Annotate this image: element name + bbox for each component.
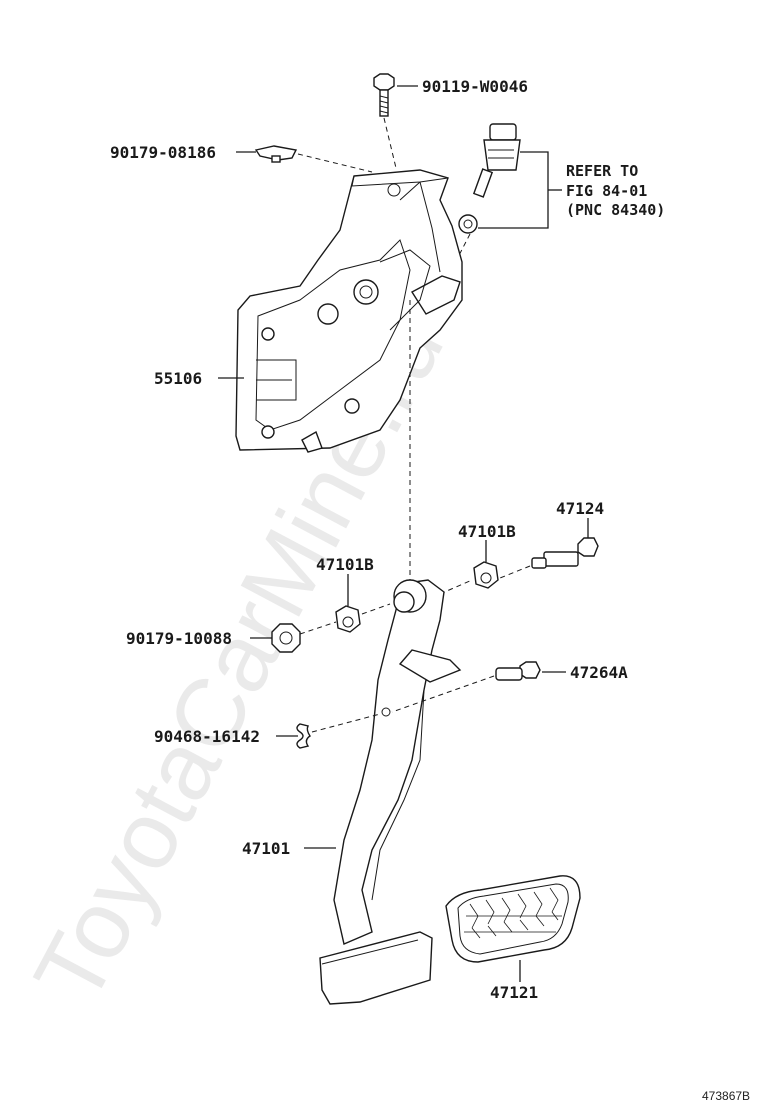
refer-line3: (PNC 84340) (566, 201, 665, 219)
pedal-arm-47101[interactable] (319, 579, 462, 1005)
assembly-line-nut (299, 621, 337, 635)
label-90179-10088: 90179-10088 (126, 629, 232, 648)
bolt-47124[interactable] (531, 537, 599, 569)
label-47124: 47124 (556, 499, 604, 518)
label-47101: 47101 (242, 839, 290, 858)
label-90179-08186: 90179-08186 (110, 143, 216, 162)
nut-90179-10088[interactable] (271, 623, 301, 653)
stop-lamp-switch[interactable] (458, 123, 521, 234)
assembly-line-right (499, 565, 531, 579)
assembly-line-bushing (361, 603, 391, 615)
illustration-id: 473867B (702, 1089, 750, 1103)
assembly-line-clip (297, 153, 373, 173)
label-47101B-left: 47101B (316, 555, 374, 574)
bolt-47264A[interactable] (495, 661, 541, 681)
assembly-line-clip-pin (311, 713, 381, 733)
refer-line1: REFER TO (566, 162, 638, 180)
label-47101B-right: 47101B (458, 522, 516, 541)
label-90119-W0046: 90119-W0046 (422, 77, 528, 96)
assembly-line-stopper (391, 675, 495, 713)
pedal-pad-47121[interactable] (445, 875, 581, 963)
refer-line2: FIG 84-01 (566, 182, 647, 200)
assembly-line-arm (439, 579, 473, 595)
clip-90179-08186[interactable] (254, 145, 298, 163)
label-47264A: 47264A (570, 663, 628, 682)
label-55106: 55106 (154, 369, 202, 388)
assembly-line-bolt (383, 117, 397, 169)
bushing-47101B-left[interactable] (335, 605, 361, 633)
clip-pin-90468-16142[interactable] (296, 723, 311, 749)
bracket-55106[interactable] (235, 169, 463, 453)
bolt-90119-W0046[interactable] (373, 73, 395, 117)
bushing-47101B-right[interactable] (473, 561, 499, 589)
label-90468-16142: 90468-16142 (154, 727, 260, 746)
label-47121: 47121 (490, 983, 538, 1002)
